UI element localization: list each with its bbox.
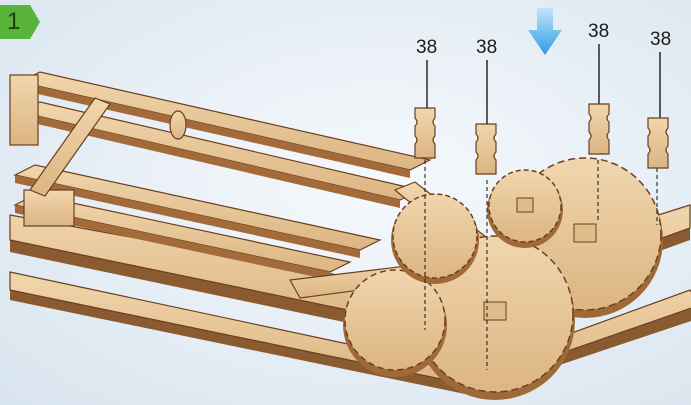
part-label-2: 38	[476, 38, 497, 58]
gear-small-left	[343, 270, 447, 377]
peg-38-2	[476, 124, 496, 174]
part-label-3: 38	[588, 22, 609, 42]
part-label-1: 38	[416, 38, 437, 58]
part-label-4: 38	[650, 30, 671, 50]
peg-38-1	[415, 108, 435, 158]
gear-mid	[391, 194, 479, 284]
step-number: 1	[7, 9, 20, 35]
leader-lines	[427, 44, 660, 124]
peg-38-4	[648, 118, 668, 168]
peg-38-3	[589, 104, 609, 154]
step-badge: 1	[0, 5, 40, 39]
blue-down-arrow-icon	[528, 8, 562, 55]
